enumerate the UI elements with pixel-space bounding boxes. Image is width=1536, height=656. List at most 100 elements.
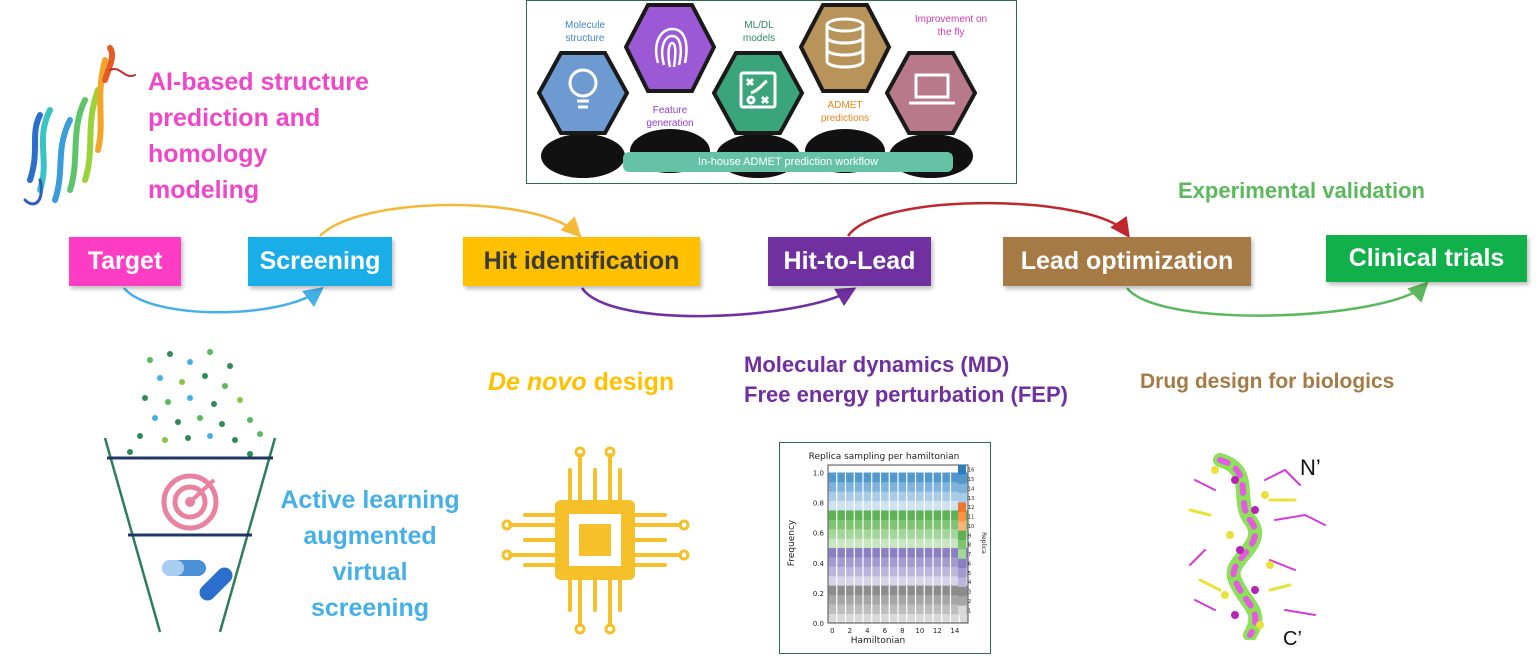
bar-segment xyxy=(889,500,898,511)
bar-segment xyxy=(863,575,872,586)
bar-segment xyxy=(854,547,863,558)
bar-segment xyxy=(933,547,942,558)
colorbar-swatch xyxy=(958,483,966,494)
colorbar-swatch xyxy=(958,521,966,531)
bar-segment xyxy=(846,528,854,539)
x-tick-label: 12 xyxy=(933,627,942,635)
bar-segment xyxy=(854,604,863,614)
bar-segment xyxy=(889,604,898,614)
bar-segment xyxy=(863,519,872,530)
colorbar-tick-label: 2 xyxy=(968,599,971,605)
bar-segment xyxy=(924,519,933,530)
bar-segment xyxy=(881,585,889,596)
colorbar-tick-label: 16 xyxy=(968,468,974,474)
bar-segment xyxy=(924,528,933,539)
bar-segment xyxy=(863,547,872,558)
bar-segment xyxy=(863,528,872,539)
y-tick-label: 0.8 xyxy=(813,500,824,508)
y-tick-label: 0.0 xyxy=(813,620,824,628)
stage-target: Target xyxy=(69,237,181,286)
bar-segment xyxy=(846,547,854,558)
bar-segment xyxy=(898,594,907,605)
bar-segment xyxy=(898,472,907,483)
bar-segment xyxy=(942,538,950,549)
active-learning-line-4: screening xyxy=(310,594,430,622)
bar-segment xyxy=(898,538,907,549)
bar-segment xyxy=(828,613,837,624)
bar-segment xyxy=(898,613,907,624)
bar-segment xyxy=(942,500,950,511)
colorbar-swatch xyxy=(958,596,966,606)
bar-segment xyxy=(898,481,907,492)
bar-segment xyxy=(846,604,854,614)
workflow-caption-bar: In-house ADMET prediction workflow xyxy=(623,152,953,172)
bar-segment xyxy=(907,538,915,549)
bar-segment xyxy=(916,472,924,483)
bar-segment xyxy=(916,519,924,530)
bar-segment xyxy=(924,491,933,502)
y-tick-label: 1.0 xyxy=(813,470,824,478)
colorbar-tick-label: 3 xyxy=(968,590,971,596)
bar-segment xyxy=(837,585,845,596)
bar-segment xyxy=(854,585,863,596)
fingerprint-icon xyxy=(655,27,688,68)
bar-segment xyxy=(951,566,959,577)
bar-segment xyxy=(889,538,898,549)
y-tick-label: 0.6 xyxy=(813,530,825,538)
bar-segment xyxy=(924,547,933,558)
bar-segment xyxy=(889,528,898,539)
pill-icon xyxy=(162,560,233,601)
bar-segment xyxy=(907,510,915,520)
bar-segment xyxy=(924,604,933,614)
bar-segment xyxy=(951,547,959,558)
bar-segment xyxy=(942,557,950,567)
bar-segment xyxy=(916,528,924,539)
colorbar-swatch xyxy=(958,549,966,560)
bar-segment xyxy=(959,613,968,624)
bar-segment xyxy=(828,481,837,492)
bar-segment xyxy=(872,566,880,577)
stage-screening-label: Screening xyxy=(259,247,381,275)
bar-segment xyxy=(907,491,915,502)
bar-segment xyxy=(828,538,837,549)
bar-segment xyxy=(837,613,845,624)
bar-segment xyxy=(846,575,854,586)
caption-ml-models: ML/DL models xyxy=(742,20,776,44)
caption-molecule-structure: Molecule structure xyxy=(564,20,606,44)
bar-segment xyxy=(907,575,915,586)
bar-segment xyxy=(942,575,950,586)
protein-structure-image xyxy=(23,45,136,206)
colorbar-tick-label: 1 xyxy=(968,608,971,614)
bar-segment xyxy=(907,547,915,558)
bar-segment xyxy=(951,538,959,549)
bar-segment xyxy=(942,519,950,530)
bar-segment xyxy=(828,557,837,567)
stage-hit-identification: Hit identification xyxy=(463,237,700,286)
bar-segment xyxy=(933,575,942,586)
bar-segment xyxy=(854,472,863,483)
bar-segment xyxy=(933,594,942,605)
bar-segment xyxy=(907,472,915,483)
bar-segment xyxy=(881,613,889,624)
y-tick-label: 0.2 xyxy=(813,590,824,598)
c-terminus-label: C’ xyxy=(1283,628,1302,650)
caption-improvement: Improvement on the fly xyxy=(914,14,988,38)
bar-segment xyxy=(933,557,942,567)
bar-segment xyxy=(951,491,959,502)
bar-segment xyxy=(951,557,959,567)
chart-title: Replica sampling per hamiltonian xyxy=(809,452,960,462)
active-learning-line-2: augmented xyxy=(303,522,437,550)
bar-segment xyxy=(889,481,898,492)
bar-segment xyxy=(828,519,837,530)
bar-segment xyxy=(881,604,889,614)
bar-segment xyxy=(933,538,942,549)
bar-segment xyxy=(916,481,924,492)
bar-segment xyxy=(924,481,933,492)
bar-segment xyxy=(933,500,942,511)
bar-segment xyxy=(933,566,942,577)
bar-segment xyxy=(828,491,837,502)
bar-segment xyxy=(951,481,959,492)
bar-segment xyxy=(898,566,907,577)
bar-segment xyxy=(916,510,924,520)
caption-admet-predictions: ADMET predictions xyxy=(820,100,870,124)
